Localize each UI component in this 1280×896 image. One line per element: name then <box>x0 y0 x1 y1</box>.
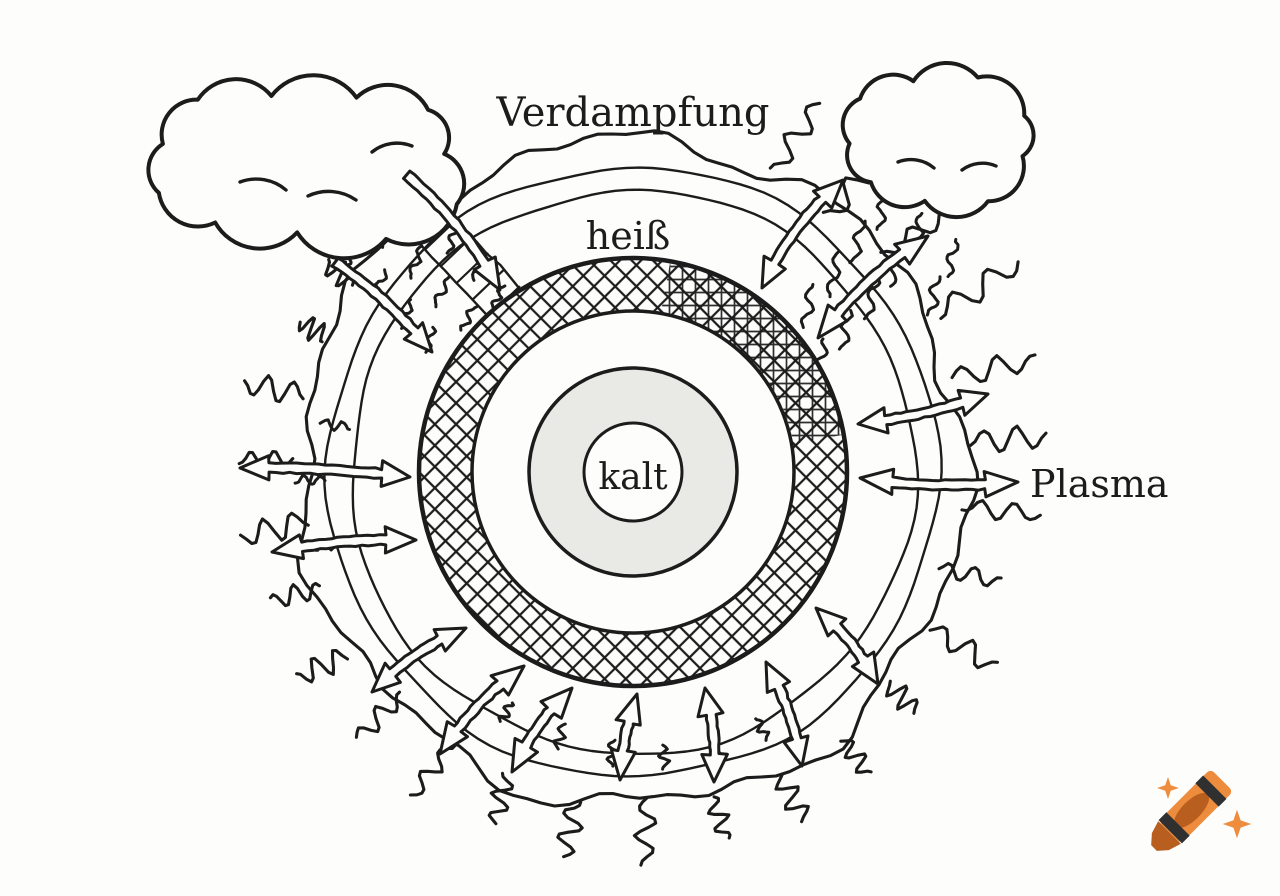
flow-arrow <box>238 454 412 488</box>
rain-squiggle <box>459 305 479 332</box>
steam-squiggle <box>825 250 842 299</box>
flame-squiggle <box>885 679 919 715</box>
flame-squiggle <box>754 717 771 742</box>
flow-arrow <box>760 178 845 290</box>
outer-circle <box>416 255 850 689</box>
flow-arrow <box>438 664 526 756</box>
steam-squiggle <box>799 283 816 329</box>
flame-squiggle <box>657 743 672 771</box>
steam-squiggle <box>945 237 960 279</box>
flame-squiggle <box>632 796 658 867</box>
flow-arrow <box>814 606 880 686</box>
flow-arrow <box>858 467 1020 499</box>
rain-squiggle <box>408 244 424 280</box>
flame-squiggle <box>297 316 326 344</box>
labels: Verdampfung heiß kalt Plasma <box>496 90 1169 506</box>
core-circle <box>582 421 684 523</box>
planet-cross-section <box>416 255 850 689</box>
crayon-logo <box>1151 770 1252 851</box>
sparkle-icon <box>1222 809 1252 839</box>
flame-squiggle <box>768 101 822 170</box>
cloud-detail-arc <box>370 141 414 154</box>
flame-squiggle <box>939 260 1020 321</box>
flow-arrow <box>270 525 418 561</box>
flame-squiggle <box>950 353 1037 384</box>
flow-arrow <box>696 686 729 784</box>
flow-arrow <box>764 660 810 768</box>
flow-arrow <box>402 169 502 292</box>
flame-squiggle <box>293 474 327 486</box>
flow-arrow <box>330 256 434 354</box>
sparkle-icon <box>1157 777 1179 799</box>
flame-squiggle <box>839 738 873 774</box>
flame-squiggle <box>318 418 351 432</box>
steam-squiggle <box>848 219 867 265</box>
flow-arrow <box>816 234 930 340</box>
flame-squiggle <box>928 625 999 670</box>
steam-squiggle <box>925 275 942 317</box>
steam-squiggle <box>862 275 882 321</box>
cloud <box>840 60 1036 220</box>
crayon-stripe <box>1158 812 1190 844</box>
label-plasma: Plasma <box>1030 462 1169 506</box>
crayon-stripe <box>1195 775 1227 807</box>
label-verdampfung: Verdampfung <box>496 90 770 136</box>
crayon-tip <box>1151 821 1181 851</box>
cloud-detail-arc <box>960 161 998 172</box>
cloud-detail-arc <box>306 189 358 202</box>
label-heiss: heiß <box>586 214 671 258</box>
flame-squiggle <box>774 772 810 824</box>
flow-arrows <box>238 169 1020 784</box>
rain-squiggle <box>433 275 451 309</box>
flame-squiggle <box>556 800 584 859</box>
cloud-detail-arc <box>238 177 288 192</box>
flame-squiggle <box>706 795 732 840</box>
flame-squiggle <box>238 511 310 546</box>
steam-squiggle <box>837 309 854 351</box>
flame-squiggle <box>968 424 1048 454</box>
label-kalt: kalt <box>598 457 668 498</box>
crayon-label-ellipse <box>1173 792 1210 829</box>
clouds <box>146 60 1036 261</box>
hatched-hot-ring-dense-patch <box>661 263 842 444</box>
flame-squiggle <box>295 648 350 684</box>
flame-squiggle <box>487 771 515 826</box>
flame-squiggle <box>354 690 402 739</box>
flame-squiggle <box>937 561 1003 588</box>
flame-squiggle <box>960 499 1042 522</box>
flow-arrow <box>510 686 574 774</box>
cloud-detail-arc <box>896 157 936 170</box>
flame-squiggle <box>243 374 305 404</box>
flow-arrow <box>856 388 990 435</box>
inner-hatch-circle <box>470 309 796 635</box>
flow-arrow <box>370 626 468 694</box>
flow-arrow <box>609 692 642 782</box>
flame-squiggle <box>268 581 321 608</box>
